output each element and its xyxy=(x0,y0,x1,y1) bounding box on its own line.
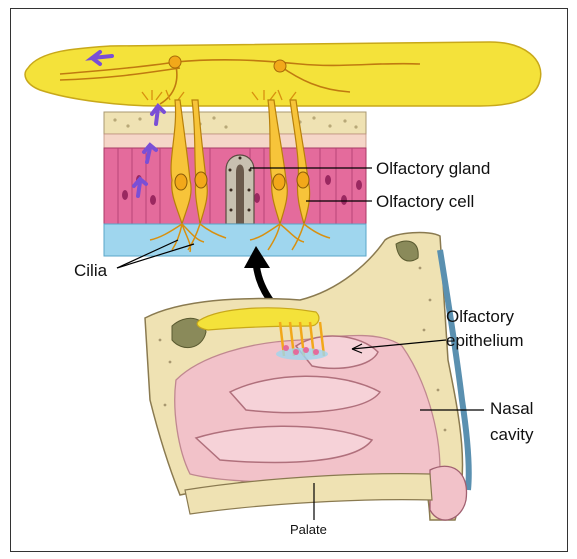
nostril xyxy=(430,466,467,520)
label-palate: Palate xyxy=(290,522,327,537)
lamina-propria xyxy=(104,134,366,148)
cribriform-plate xyxy=(104,112,366,134)
label-olfactory-cell: Olfactory cell xyxy=(376,192,474,211)
label-nasal-cavity-1: Nasal xyxy=(490,399,533,418)
label-olfactory-epithelium-1: Olfactory xyxy=(446,307,515,326)
label-olfactory-epithelium-2: epithelium xyxy=(446,331,524,350)
mitral-cell xyxy=(169,56,181,68)
mitral-cell xyxy=(274,60,286,72)
mucus-layer xyxy=(104,224,366,256)
label-nasal-cavity-2: cavity xyxy=(490,425,534,444)
label-cilia: Cilia xyxy=(74,261,108,280)
olfactory-bulb xyxy=(25,42,541,106)
label-olfactory-gland: Olfactory gland xyxy=(376,159,490,178)
